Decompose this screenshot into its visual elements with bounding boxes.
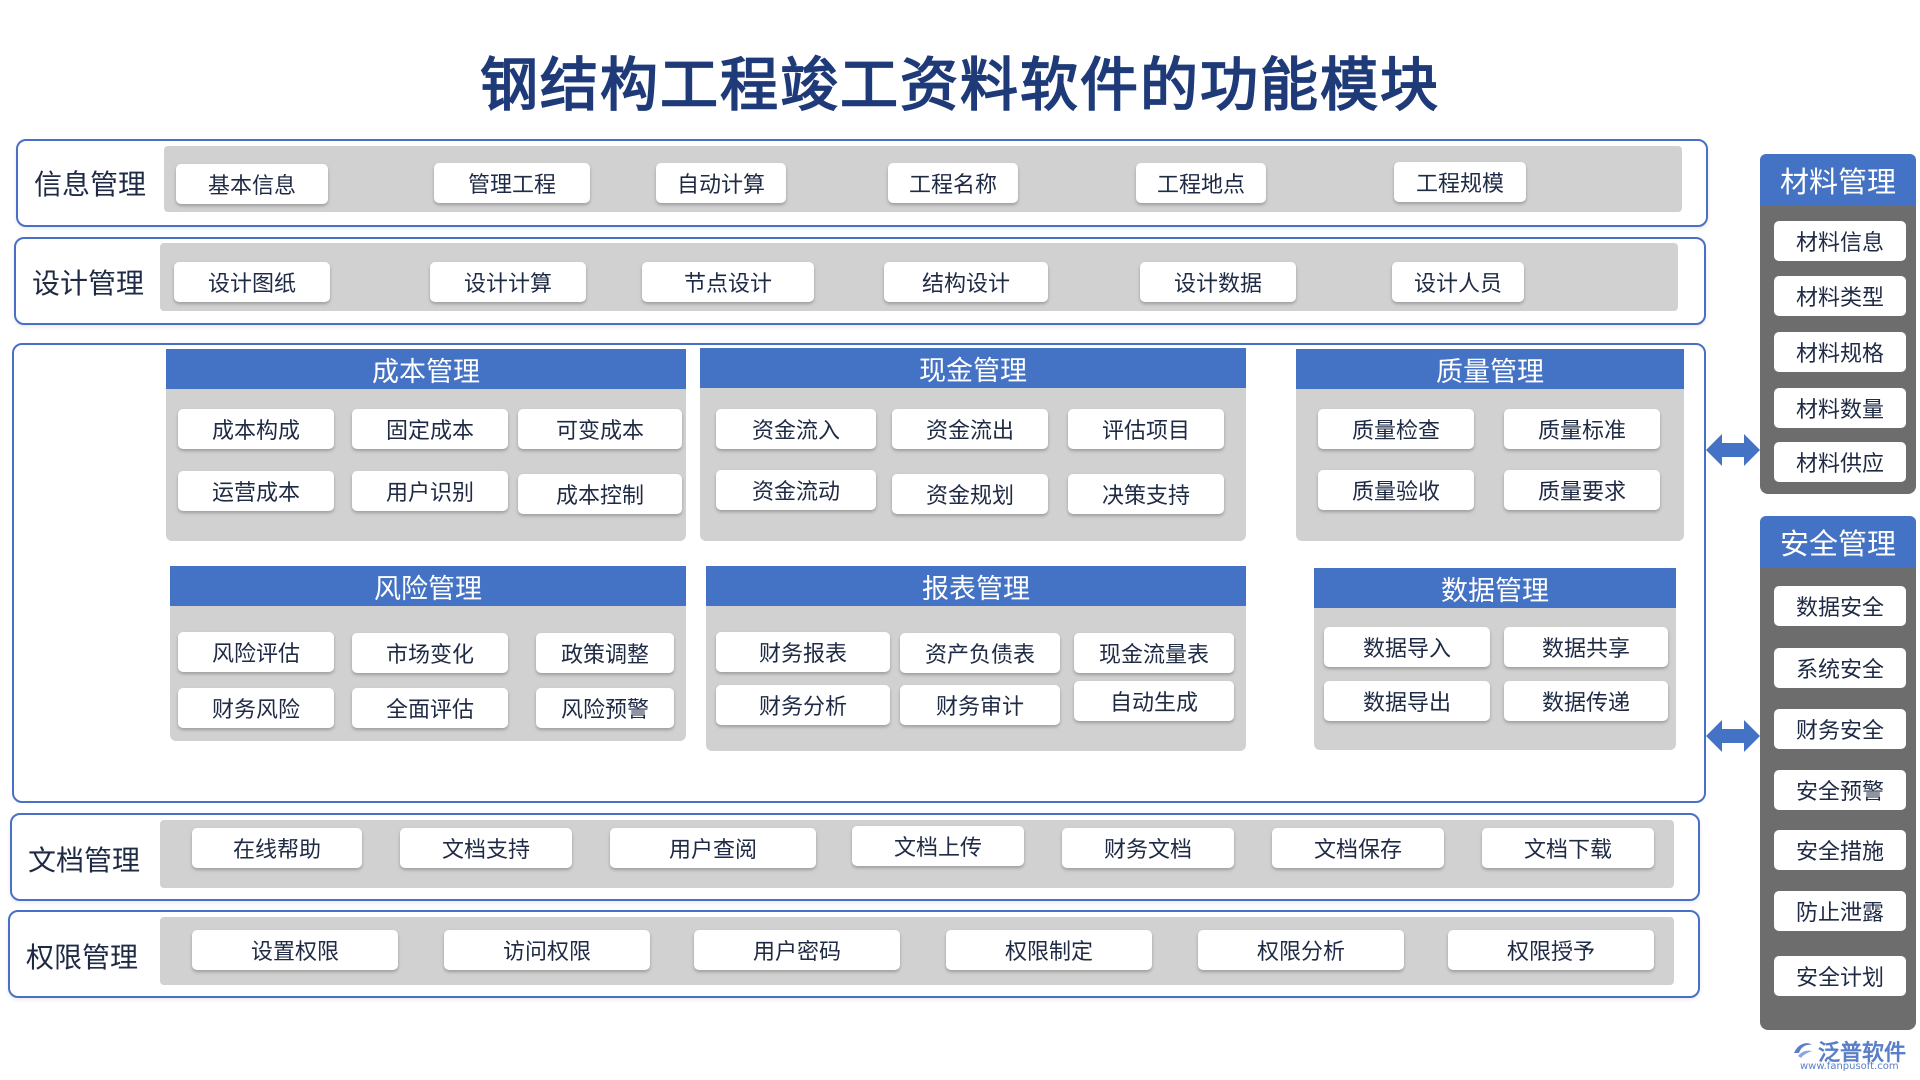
document-item[interactable]: 用户查阅 [610, 828, 816, 868]
cash-management-header: 现金管理 [700, 348, 1246, 388]
quality-item[interactable]: 质量验收 [1318, 470, 1474, 510]
info-item[interactable]: 管理工程 [434, 163, 590, 203]
document-item[interactable]: 文档保存 [1272, 828, 1444, 868]
report-item[interactable]: 现金流量表 [1074, 633, 1234, 673]
document-management-label: 文档管理 [28, 844, 141, 877]
cost-management-header: 成本管理 [166, 349, 686, 389]
report-item[interactable]: 财务分析 [716, 685, 890, 725]
risk-item[interactable]: 政策调整 [536, 633, 674, 673]
document-item[interactable]: 文档上传 [852, 826, 1024, 866]
quality-item[interactable]: 质量要求 [1504, 470, 1660, 510]
design-item[interactable]: 设计计算 [430, 262, 586, 302]
cash-item[interactable]: 资金流入 [716, 409, 876, 449]
material-management-header: 材料管理 [1760, 154, 1916, 206]
permission-item[interactable]: 权限分析 [1198, 930, 1404, 970]
cost-item[interactable]: 成本控制 [518, 474, 682, 514]
material-item[interactable]: 材料类型 [1774, 276, 1906, 316]
security-item[interactable]: 数据安全 [1774, 586, 1906, 626]
cash-item[interactable]: 评估项目 [1068, 409, 1224, 449]
risk-item[interactable]: 风险预警 [536, 688, 674, 728]
fanpu-logo-text: 泛普软件 [1818, 1041, 1907, 1066]
risk-item[interactable]: 市场变化 [352, 633, 508, 673]
report-item[interactable]: 财务审计 [900, 685, 1060, 725]
data-item[interactable]: 数据共享 [1504, 627, 1668, 667]
info-management-label: 信息管理 [34, 168, 147, 201]
design-item[interactable]: 结构设计 [884, 262, 1048, 302]
risk-item[interactable]: 全面评估 [352, 688, 508, 728]
data-management-header: 数据管理 [1314, 568, 1676, 608]
data-item[interactable]: 数据传递 [1504, 681, 1668, 721]
report-item[interactable]: 财务报表 [716, 632, 890, 672]
quality-management-header: 质量管理 [1296, 349, 1684, 389]
info-item[interactable]: 工程规模 [1394, 162, 1526, 202]
info-item[interactable]: 工程地点 [1136, 163, 1266, 203]
cash-item[interactable]: 资金流出 [892, 409, 1048, 449]
page-title: 钢结构工程竣工资料软件的功能模块 [479, 51, 1440, 119]
cost-item[interactable]: 固定成本 [352, 409, 508, 449]
design-management-label: 设计管理 [32, 267, 145, 300]
permission-management-items [160, 917, 1674, 985]
document-item[interactable]: 文档下载 [1482, 828, 1654, 868]
cost-item[interactable]: 运营成本 [178, 471, 334, 511]
risk-item[interactable]: 财务风险 [178, 688, 334, 728]
risk-item[interactable]: 风险评估 [178, 632, 334, 672]
risk-management-header: 风险管理 [170, 566, 686, 606]
permission-item[interactable]: 用户密码 [694, 930, 900, 970]
info-item[interactable]: 基本信息 [176, 164, 328, 204]
double-arrow-icon [1706, 720, 1760, 752]
design-item[interactable]: 节点设计 [642, 262, 814, 302]
design-item[interactable]: 设计数据 [1140, 262, 1296, 302]
design-item[interactable]: 设计人员 [1392, 262, 1524, 302]
security-item[interactable]: 财务安全 [1774, 709, 1906, 749]
cash-item[interactable]: 决策支持 [1068, 474, 1224, 514]
report-management-header: 报表管理 [706, 566, 1246, 606]
report-item[interactable]: 资产负债表 [900, 633, 1060, 673]
quality-item[interactable]: 质量检查 [1318, 409, 1474, 449]
cost-item[interactable]: 成本构成 [178, 409, 334, 449]
data-item[interactable]: 数据导入 [1324, 627, 1490, 667]
permission-item[interactable]: 权限制定 [946, 930, 1152, 970]
cash-item[interactable]: 资金规划 [892, 474, 1048, 514]
document-item[interactable]: 财务文档 [1062, 828, 1234, 868]
fanpu-logo-icon [1794, 1043, 1812, 1058]
material-item[interactable]: 材料信息 [1774, 221, 1906, 261]
cost-item[interactable]: 用户识别 [352, 471, 508, 511]
design-item[interactable]: 设计图纸 [174, 262, 330, 302]
material-item[interactable]: 材料数量 [1774, 388, 1906, 428]
cash-item[interactable]: 资金流动 [716, 470, 876, 510]
permission-item[interactable]: 权限授予 [1448, 930, 1654, 970]
material-item[interactable]: 材料规格 [1774, 332, 1906, 372]
fanpu-logo-url: www.fanpusoft.com [1800, 1061, 1899, 1072]
security-management-header: 安全管理 [1760, 516, 1916, 568]
material-management-panel: 材料管理 材料信息 材料类型 材料规格 材料数量 材料供应 [1760, 154, 1916, 494]
report-item[interactable]: 自动生成 [1074, 681, 1234, 721]
document-item[interactable]: 文档支持 [400, 828, 572, 868]
material-item[interactable]: 材料供应 [1774, 442, 1906, 482]
document-item[interactable]: 在线帮助 [192, 828, 362, 868]
permission-item[interactable]: 设置权限 [192, 930, 398, 970]
info-item[interactable]: 工程名称 [888, 163, 1018, 203]
permission-management-label: 权限管理 [26, 941, 139, 974]
security-item[interactable]: 安全措施 [1774, 830, 1906, 870]
data-item[interactable]: 数据导出 [1324, 681, 1490, 721]
double-arrow-icon [1706, 434, 1760, 466]
quality-item[interactable]: 质量标准 [1504, 409, 1660, 449]
security-management-panel: 安全管理 数据安全 系统安全 财务安全 安全预警 安全措施 防止泄露 安全计划 [1760, 516, 1916, 1030]
cost-item[interactable]: 可变成本 [518, 409, 682, 449]
info-item[interactable]: 自动计算 [656, 163, 786, 203]
security-item[interactable]: 系统安全 [1774, 648, 1906, 688]
security-item[interactable]: 安全计划 [1774, 956, 1906, 996]
security-item[interactable]: 防止泄露 [1774, 891, 1906, 931]
security-item[interactable]: 安全预警 [1774, 770, 1906, 810]
permission-item[interactable]: 访问权限 [444, 930, 650, 970]
